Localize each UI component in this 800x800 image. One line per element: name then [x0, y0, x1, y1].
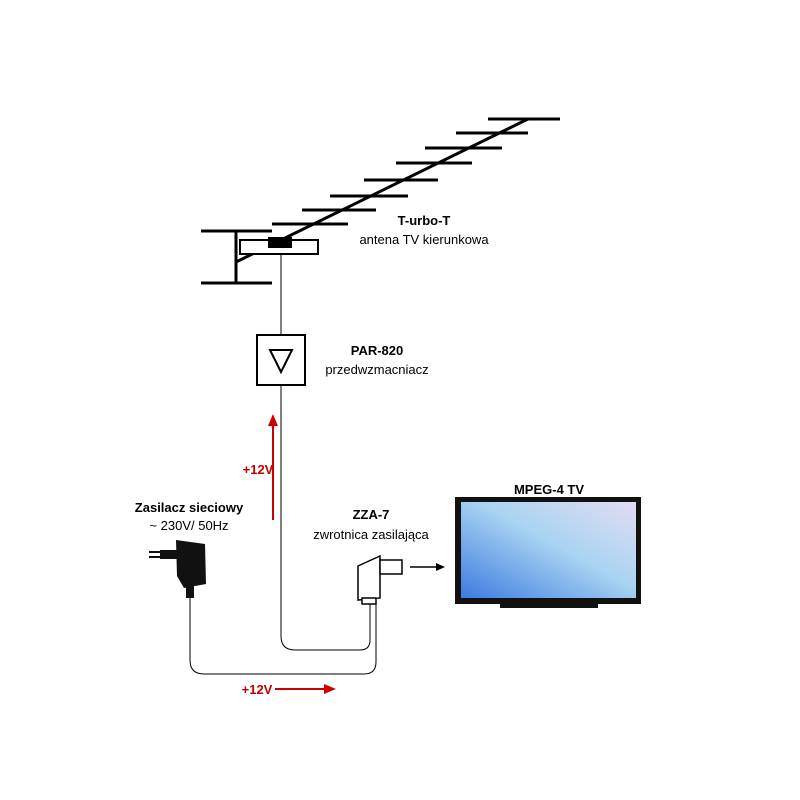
preamp-description: przedwzmacniacz: [325, 362, 428, 377]
preamp-triangle-icon: [268, 349, 294, 375]
antenna-connector: [268, 237, 292, 248]
tv-name: MPEG-4 TV: [514, 482, 584, 497]
splitter-output-port: [379, 559, 403, 575]
preamp-box: [256, 334, 306, 386]
voltage-label-up: +12V: [243, 462, 274, 477]
voltage-arrow-right: [275, 684, 336, 694]
power-supply-spec: ~ 230V/ 50Hz: [149, 518, 228, 533]
splitter-name: ZZA-7: [353, 507, 390, 522]
power-supply-name: Zasilacz sieciowy: [135, 500, 244, 515]
power-supply-plug: [160, 550, 178, 559]
tv-screen: [461, 502, 636, 598]
voltage-label-bottom: +12V: [242, 682, 273, 697]
splitter: [357, 554, 403, 605]
power-supply: [149, 540, 206, 598]
voltage-arrow-right-head-icon: [324, 684, 336, 694]
antenna-name: T-urbo-T: [398, 213, 451, 228]
tv-stand: [500, 604, 598, 608]
preamp: [256, 334, 306, 386]
splitter-description: zwrotnica zasilająca: [313, 527, 429, 542]
preamp-cable: [280, 385, 371, 651]
power-supply-body: [176, 540, 206, 588]
antenna-description: antena TV kierunkowa: [359, 232, 489, 247]
voltage-arrow-up-head-icon: [268, 414, 278, 426]
voltage-arrow-up: [268, 414, 278, 520]
signal-arrow-head-icon: [436, 563, 445, 571]
power-cable: [189, 598, 377, 675]
splitter-body: [357, 554, 381, 601]
tv: [455, 497, 641, 608]
preamp-name: PAR-820: [351, 343, 404, 358]
power-supply-cable-end: [186, 586, 194, 598]
splitter-input-port: [361, 597, 377, 605]
antenna: [201, 117, 560, 285]
